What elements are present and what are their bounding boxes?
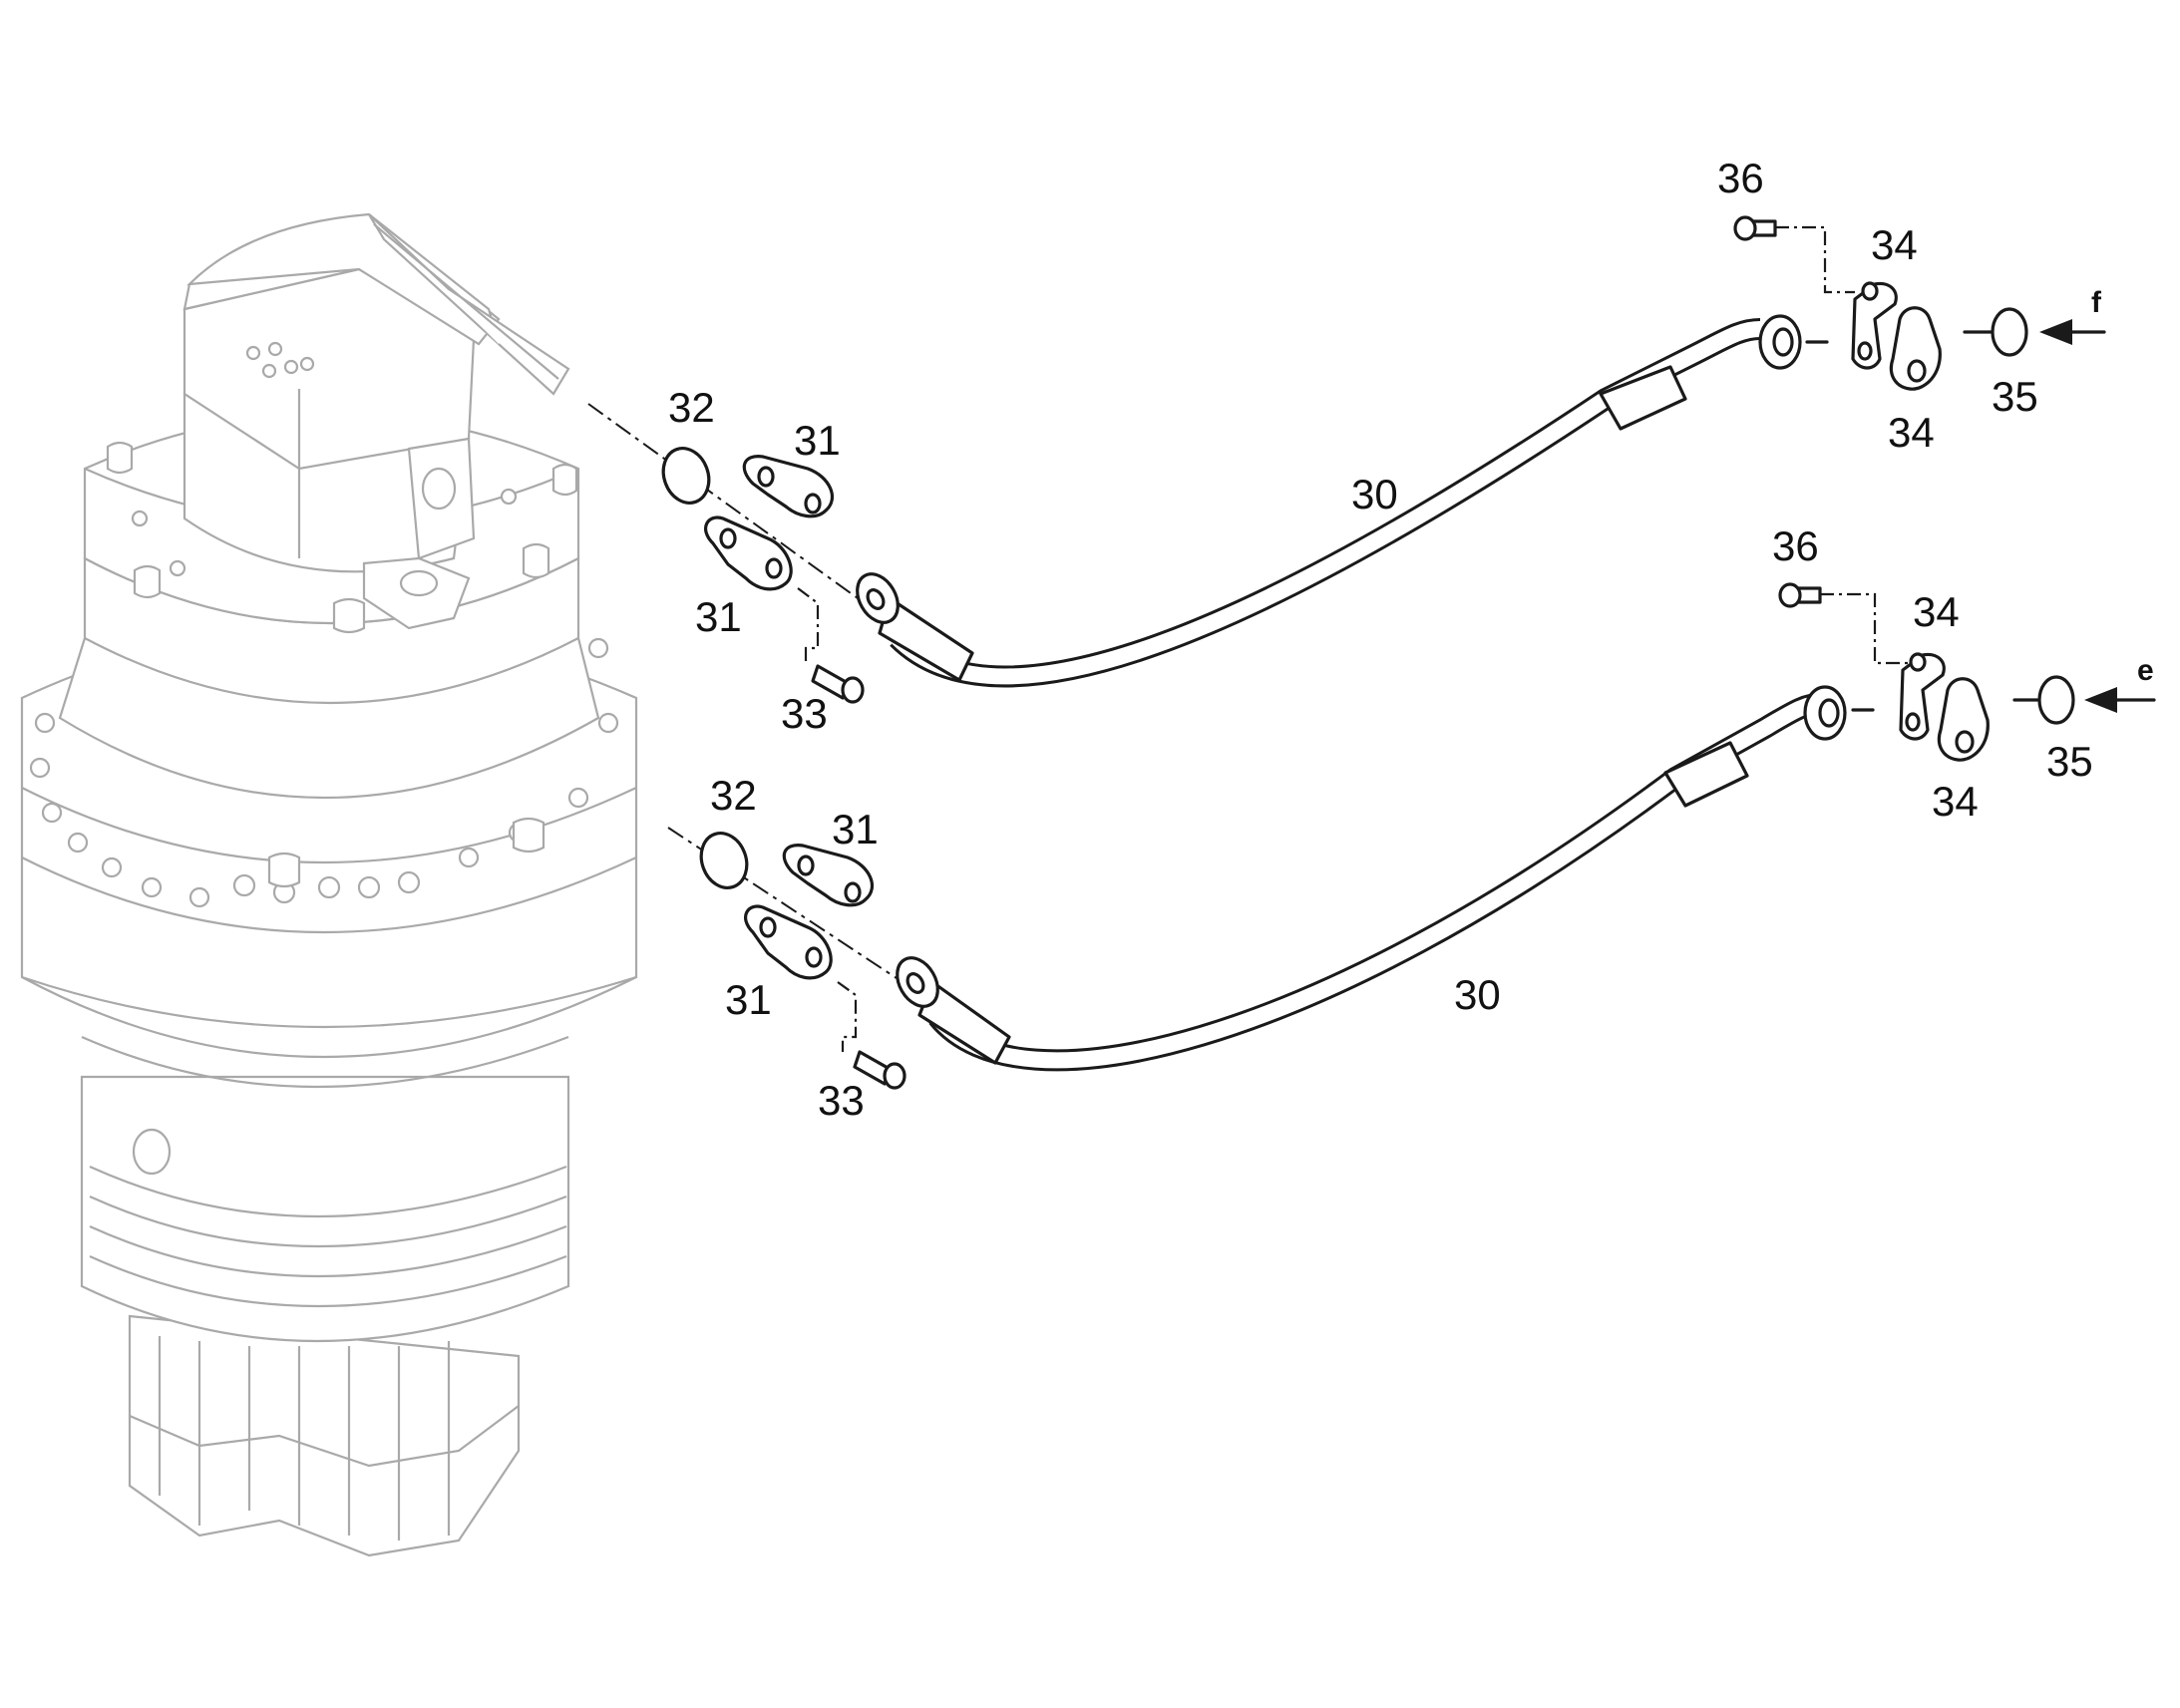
oring-lower-right bbox=[2037, 675, 2075, 725]
label-screw-upper-right: 36 bbox=[1717, 155, 1764, 201]
label-hose-lower: 30 bbox=[1454, 971, 1501, 1018]
callout-labels: 30 30 31 31 31 31 32 32 33 33 34 34 34 3… bbox=[668, 155, 2154, 1124]
screw-upper-left bbox=[811, 664, 850, 700]
flange-half-lower-b bbox=[744, 904, 833, 980]
label-clamp-upper-a: 34 bbox=[1871, 221, 1918, 268]
label-hose-upper: 30 bbox=[1351, 471, 1398, 517]
label-clamp-lower-b: 34 bbox=[1932, 778, 1979, 825]
label-port-lower: e bbox=[2137, 654, 2154, 687]
label-flange-half-lower-a: 31 bbox=[832, 806, 879, 853]
hose-lower bbox=[928, 692, 1826, 1072]
label-screw-lower-right: 36 bbox=[1772, 522, 1819, 569]
flange-bolt-holes bbox=[29, 637, 619, 908]
flange-half-upper-b bbox=[704, 515, 793, 591]
label-clamp-lower-a: 34 bbox=[1913, 588, 1960, 635]
lower-hose-assembly bbox=[667, 582, 2156, 1090]
label-oring-upper-left: 32 bbox=[668, 384, 715, 431]
gearbox-assembly-ghost bbox=[20, 212, 638, 1557]
label-screw-lower-left: 33 bbox=[818, 1077, 865, 1124]
oring-upper-right bbox=[1991, 307, 2028, 357]
label-port-upper: f bbox=[2091, 286, 2102, 319]
label-clamp-upper-b: 34 bbox=[1888, 409, 1935, 456]
clamp-lower-b bbox=[1937, 677, 1990, 762]
label-flange-half-upper-b: 31 bbox=[695, 593, 742, 640]
oring-upper-left bbox=[661, 447, 711, 505]
label-oring-lower-left: 32 bbox=[710, 772, 757, 819]
upper-hose-assembly bbox=[587, 215, 2106, 704]
label-flange-half-lower-b: 31 bbox=[725, 976, 772, 1023]
clamp-upper-b bbox=[1889, 306, 1942, 391]
label-screw-upper-left: 33 bbox=[781, 690, 828, 737]
label-oring-upper-right: 35 bbox=[1992, 373, 2038, 420]
label-oring-lower-right: 35 bbox=[2046, 738, 2093, 785]
screw-lower-left bbox=[853, 1050, 892, 1086]
label-flange-half-upper-a: 31 bbox=[794, 417, 841, 464]
oring-lower-left bbox=[699, 832, 749, 889]
